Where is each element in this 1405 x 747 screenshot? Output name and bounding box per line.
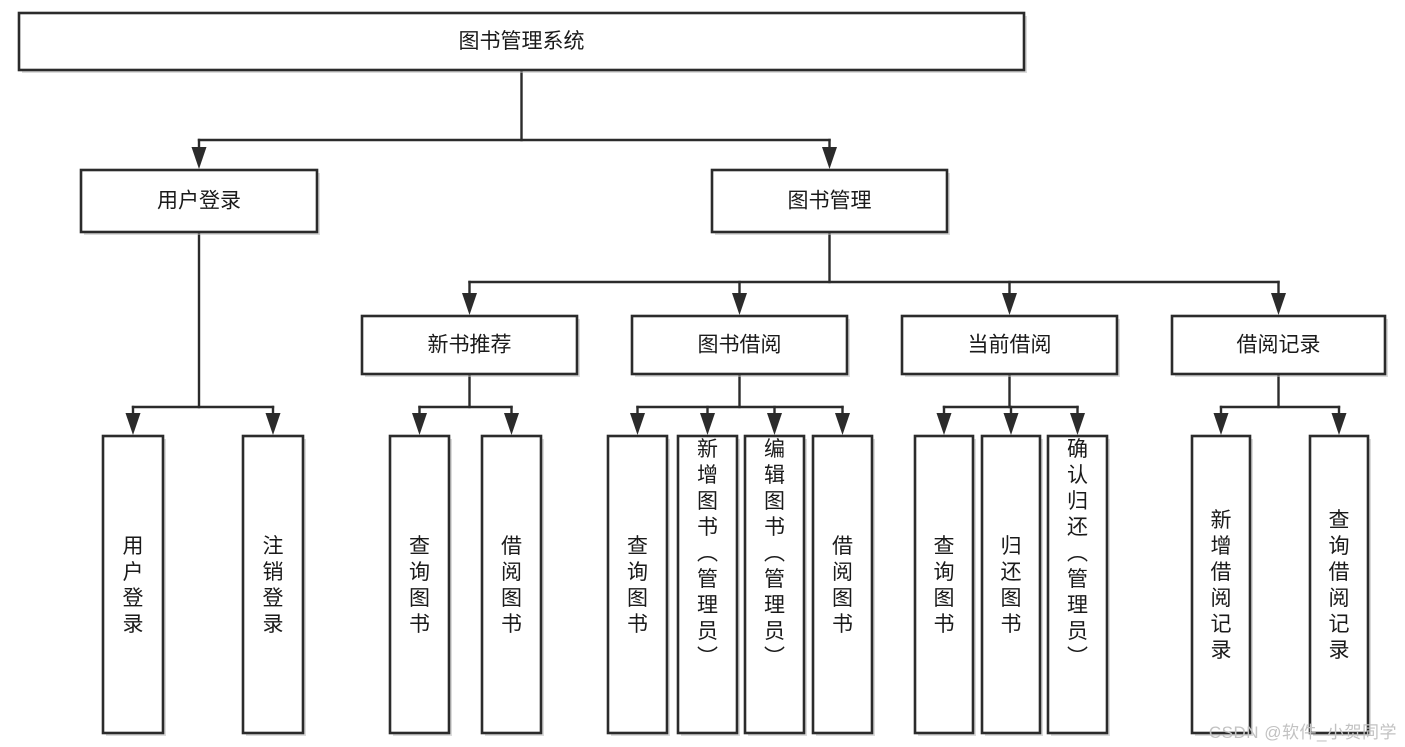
node-leaf-add-book[interactable]: 新增图书︵管理员︶ [676, 434, 740, 736]
node-borrow[interactable]: 图书借阅 [630, 314, 850, 377]
node-box[interactable] [360, 314, 579, 376]
node-leaf-borrow-book-2[interactable]: 借阅图书 [811, 434, 875, 736]
arrow-head-current [1002, 293, 1017, 315]
node-label: 查询借阅记录 [1329, 509, 1350, 662]
node-current[interactable]: 当前借阅 [900, 314, 1120, 377]
node-leaf-edit-book[interactable]: 编辑图书︵管理员︶ [743, 434, 807, 736]
node-newbook[interactable]: 新书推荐 [360, 314, 580, 377]
node-box[interactable] [811, 434, 874, 735]
node-label: 归还图书 [1001, 535, 1022, 636]
node-label: 确认归还︵管理员︶ [1067, 438, 1088, 669]
arrow-head-leaf-add-record [1213, 413, 1229, 435]
node-record[interactable]: 借阅记录 [1170, 314, 1388, 377]
arrow-head-login [191, 147, 207, 169]
node-label: 查询图书 [934, 535, 955, 636]
node-leaf-add-record[interactable]: 新增借阅记录 [1190, 434, 1253, 736]
arrow-head-leaf-confirm-return [1070, 413, 1085, 435]
node-box[interactable] [1046, 434, 1109, 735]
node-leaf-user-login[interactable]: 用户登录 [101, 434, 166, 736]
arrow-head-newbook [462, 293, 477, 315]
node-leaf-return-book[interactable]: 归还图书 [980, 434, 1043, 736]
node-label: 注销登录 [263, 535, 284, 636]
node-leaf-query-record[interactable]: 查询借阅记录 [1308, 434, 1371, 736]
node-label: 借阅记录 [1237, 334, 1321, 357]
watermark-text: CSDN @软件_小贺同学 [1208, 723, 1397, 742]
node-label: 查询图书 [409, 535, 430, 636]
node-box[interactable] [480, 434, 543, 735]
arrow-head-bookmgmt [822, 147, 837, 169]
arrow-head-leaf-query-book-3 [936, 413, 952, 435]
node-box[interactable] [710, 168, 949, 234]
node-box[interactable] [900, 314, 1119, 376]
node-box[interactable] [913, 434, 975, 735]
node-leaf-query-book-3[interactable]: 查询图书 [913, 434, 976, 736]
node-label: 图书管理 [788, 190, 872, 213]
node-label: 图书借阅 [698, 334, 782, 357]
node-label: 新书推荐 [428, 334, 512, 357]
node-label: 查询图书 [627, 535, 648, 636]
node-box[interactable] [606, 434, 669, 735]
node-box[interactable] [79, 168, 319, 234]
node-box[interactable] [17, 11, 1026, 72]
node-label: 借阅图书 [832, 535, 853, 636]
node-label: 编辑图书︵管理员︶ [764, 438, 785, 669]
arrow-head-leaf-add-book [700, 413, 715, 435]
arrow-head-leaf-edit-book [767, 413, 782, 435]
node-leaf-query-book-2[interactable]: 查询图书 [606, 434, 670, 736]
node-leaf-logout[interactable]: 注销登录 [241, 434, 306, 736]
arrow-head-leaf-return-book [1003, 413, 1019, 435]
arrow-head-leaf-query-book-1 [412, 413, 427, 435]
node-box[interactable] [630, 314, 849, 376]
arrow-head-leaf-user-login [125, 413, 141, 435]
node-box[interactable] [1170, 314, 1387, 376]
arrow-head-leaf-query-record [1331, 413, 1347, 435]
node-box[interactable] [676, 434, 739, 735]
node-box[interactable] [743, 434, 806, 735]
node-bookmgmt[interactable]: 图书管理 [710, 168, 950, 235]
node-label: 当前借阅 [968, 334, 1052, 357]
node-box[interactable] [101, 434, 165, 735]
node-leaf-query-book-1[interactable]: 查询图书 [388, 434, 452, 736]
node-label: 用户登录 [123, 535, 144, 636]
node-label: 新增借阅记录 [1211, 509, 1232, 662]
node-label: 图书管理系统 [459, 30, 585, 53]
arrow-head-leaf-logout [265, 413, 281, 435]
node-label: 用户登录 [157, 190, 241, 213]
node-login[interactable]: 用户登录 [79, 168, 320, 235]
node-box[interactable] [1190, 434, 1252, 735]
edges-layer [125, 68, 1347, 435]
node-label: 新增图书︵管理员︶ [697, 438, 718, 669]
node-leaf-borrow-book-1[interactable]: 借阅图书 [480, 434, 544, 736]
arrow-head-record [1271, 293, 1286, 315]
node-box[interactable] [388, 434, 451, 735]
arrow-head-borrow [732, 293, 747, 315]
arrow-head-leaf-borrow-book-2 [835, 413, 850, 435]
node-box[interactable] [241, 434, 305, 735]
arrow-head-leaf-borrow-book-1 [504, 413, 519, 435]
node-label: 借阅图书 [501, 535, 522, 636]
nodes-layer: 图书管理系统用户登录图书管理新书推荐图书借阅当前借阅借阅记录用户登录注销登录查询… [17, 11, 1388, 736]
node-leaf-confirm-return[interactable]: 确认归还︵管理员︶ [1046, 434, 1110, 736]
node-box[interactable] [1308, 434, 1370, 735]
arrow-head-leaf-query-book-2 [630, 413, 645, 435]
node-root[interactable]: 图书管理系统 [17, 11, 1027, 73]
node-box[interactable] [980, 434, 1042, 735]
